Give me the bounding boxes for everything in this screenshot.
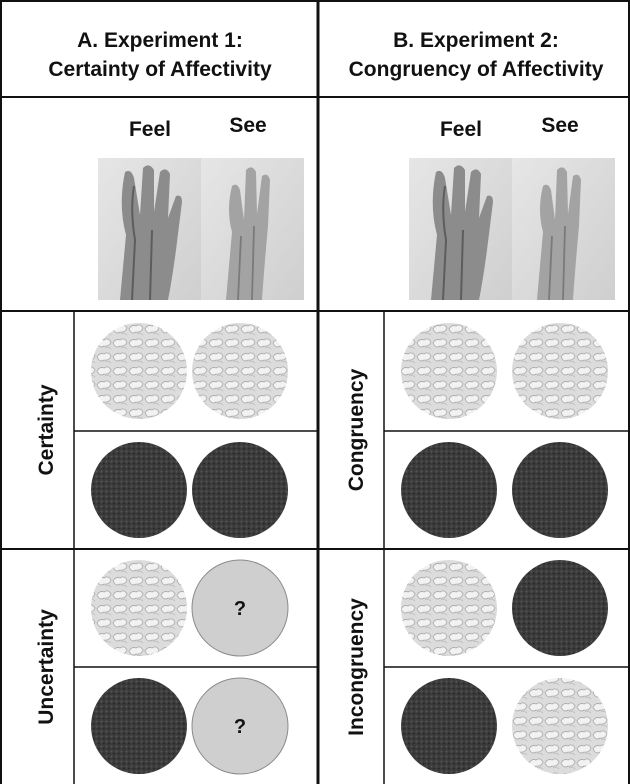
panel-b-title-line2: Congruency of Affectivity — [326, 55, 626, 84]
stimulus-disc-dark — [91, 442, 187, 538]
stimulus-disc-dark — [512, 442, 608, 538]
panel-a-group-label-uncertainty: Uncertainty — [32, 587, 62, 747]
stimulus-disc-light — [91, 323, 187, 419]
stimulus-disc-dark — [192, 442, 288, 538]
unknown-mark: ? — [234, 598, 246, 620]
panel-b-see-header: See — [520, 114, 600, 138]
unknown-mark: ? — [234, 716, 246, 738]
panel-b-group-label-incongruency: Incongruency — [342, 577, 372, 757]
panel-a-group-label-certainty: Certainty — [32, 360, 62, 500]
panel-a-see-header: See — [208, 114, 288, 138]
stimulus-disc-unknown: ? — [192, 560, 288, 656]
stimulus-disc-dark — [401, 442, 497, 538]
stimulus-disc-light — [401, 323, 497, 419]
panel-a-title-line1: A. Experiment 1: — [20, 26, 300, 55]
stimulus-disc-light — [512, 678, 608, 774]
hand-photo-feel-a — [98, 158, 201, 300]
stimulus-disc-dark — [401, 678, 497, 774]
hand-photo-feel-b — [409, 158, 512, 300]
panel-a-title: A. Experiment 1: Certainty of Affectivit… — [20, 26, 300, 84]
stimulus-disc-light — [91, 560, 187, 656]
panel-b-group-label-congruency: Congruency — [342, 345, 372, 515]
stimulus-disc-light — [512, 323, 608, 419]
stimulus-disc-dark — [512, 560, 608, 656]
hand-photo-see-b — [512, 158, 615, 300]
stimulus-disc-light — [401, 560, 497, 656]
hand-photo-see-a — [201, 158, 304, 300]
stimulus-disc-unknown: ? — [192, 678, 288, 774]
panel-a-feel-header: Feel — [110, 118, 190, 142]
panel-b-title: B. Experiment 2: Congruency of Affectivi… — [326, 26, 626, 84]
panel-b-feel-header: Feel — [421, 118, 501, 142]
stimulus-disc-light — [192, 323, 288, 419]
panel-b-title-line1: B. Experiment 2: — [326, 26, 626, 55]
panel-a-title-line2: Certainty of Affectivity — [20, 55, 300, 84]
stimulus-disc-dark — [91, 678, 187, 774]
